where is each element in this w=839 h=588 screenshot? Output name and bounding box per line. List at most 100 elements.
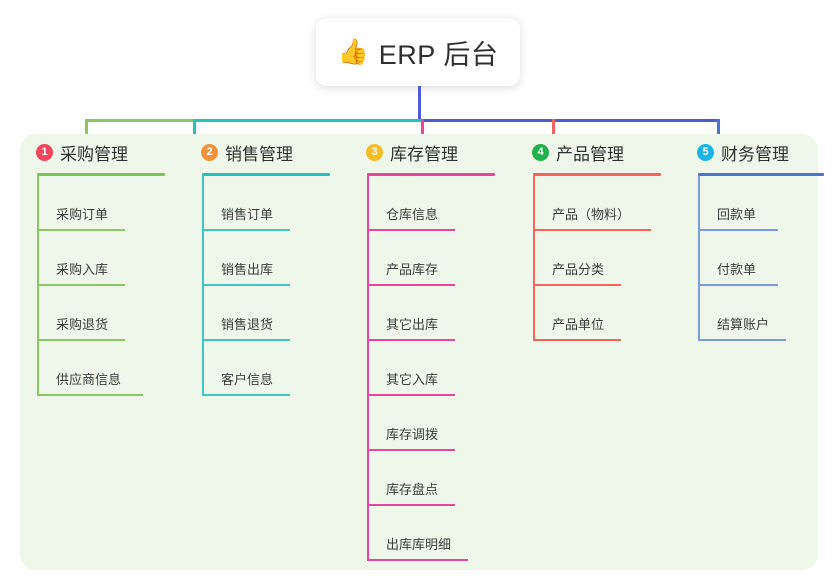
column-title: 采购管理 [60,144,128,164]
column-header[interactable]: 1 采购管理 [20,134,185,170]
column-销售管理: 2 销售管理销售订单销售出库销售退货客户信息 [185,134,350,396]
column-title: 销售管理 [225,144,293,164]
list-item-label: 库存盘点 [386,482,439,497]
list-item-label: 采购退货 [56,317,109,332]
list-item-rule [367,339,455,341]
column-item-list: 回款单付款单结算账户 [681,176,821,341]
list-item-rule [698,339,786,341]
list-item[interactable]: 产品单位 [516,286,681,341]
column-header-rule [698,173,824,176]
list-item[interactable]: 其它出库 [350,286,526,341]
list-item-label: 结算账户 [717,317,770,332]
list-item[interactable]: 供应商信息 [20,341,185,396]
list-item-label: 其它入库 [386,372,439,387]
column-item-list: 采购订单采购入库采购退货供应商信息 [20,176,185,396]
column-header[interactable]: 2 销售管理 [185,134,350,170]
list-item-label: 回款单 [717,207,757,222]
branches-panel [20,134,818,570]
column-item-list: 产品（物料） 产品分类产品单位 [516,176,681,341]
list-item-label: 其它出库 [386,317,439,332]
list-item-rule [533,284,621,286]
list-item-rule [533,229,651,231]
list-item-rule [698,229,778,231]
list-item[interactable]: 库存调拨 [350,396,526,451]
list-item-rule [367,449,455,451]
trunk-line [418,86,421,122]
list-item-label: 销售订单 [221,207,274,222]
list-item-rule [202,229,290,231]
list-item[interactable]: 结算账户 [681,286,821,341]
list-item[interactable]: 采购退货 [20,286,185,341]
list-item[interactable]: 销售订单 [185,176,350,231]
column-item-list: 仓库信息产品库存其它出库其它入库库存调拨库存盘点出库库明细 [350,176,526,561]
bus-segment-green [85,119,193,122]
column-header-rule [533,173,661,176]
list-item-label: 库存调拨 [386,427,439,442]
list-item[interactable]: 其它入库 [350,341,526,396]
list-item-label: 销售退货 [221,317,274,332]
list-item-rule [367,229,455,231]
list-item-rule [37,229,125,231]
column-index-badge: 2 [201,143,218,161]
list-item[interactable]: 销售退货 [185,286,350,341]
list-item-label: 产品分类 [552,262,605,277]
list-item[interactable]: 采购入库 [20,231,185,286]
list-item-rule [367,284,455,286]
list-item-label: 产品库存 [386,262,439,277]
list-item-rule [367,504,455,506]
column-spine-line [698,176,700,341]
column-header-rule [202,173,330,176]
list-item-rule [202,339,290,341]
root-title-card[interactable]: 👍 ERP 后台 [316,18,520,86]
list-item[interactable]: 销售出库 [185,231,350,286]
list-item-rule [202,284,290,286]
column-item-list: 销售订单销售出库销售退货客户信息 [185,176,350,396]
list-item-label: 采购订单 [56,207,109,222]
list-item-label: 采购入库 [56,262,109,277]
column-header-rule [367,173,495,176]
list-item[interactable]: 出库库明细 [350,506,526,561]
column-spine-line [367,176,369,561]
list-item-rule [367,559,468,561]
list-item-label: 仓库信息 [386,207,439,222]
list-item[interactable]: 库存盘点 [350,451,526,506]
list-item-rule [533,339,621,341]
list-item-label: 出库库明细 [386,537,452,552]
list-item[interactable]: 产品库存 [350,231,526,286]
list-item-rule [367,394,455,396]
list-item-rule [698,284,778,286]
column-header[interactable]: 5 财务管理 [681,134,821,170]
column-采购管理: 1 采购管理采购订单采购入库采购退货供应商信息 [20,134,185,396]
column-title: 库存管理 [390,144,458,164]
page-title: ERP 后台 [378,39,499,70]
list-item-rule [202,394,290,396]
list-item[interactable]: 付款单 [681,231,821,286]
list-item[interactable]: 客户信息 [185,341,350,396]
column-spine-line [202,176,204,396]
list-item[interactable]: 仓库信息 [350,176,526,231]
column-index-badge: 4 [532,143,549,161]
list-item[interactable]: 产品分类 [516,231,681,286]
column-index-badge: 1 [36,143,53,161]
list-item-label: 产品单位 [552,317,605,332]
column-index-badge: 5 [697,143,714,161]
list-item-rule [37,339,125,341]
list-item[interactable]: 回款单 [681,176,821,231]
list-item-rule [37,284,125,286]
column-spine-line [533,176,535,341]
list-item-label: 销售出库 [221,262,274,277]
column-header-rule [37,173,165,176]
thumbs-up-emoji: 👍 [337,37,369,66]
column-spine-line [37,176,39,396]
column-title: 财务管理 [721,144,789,164]
list-item[interactable]: 采购订单 [20,176,185,231]
list-item[interactable]: 产品（物料） [516,176,681,231]
bus-segment-teal [193,119,421,122]
column-财务管理: 5 财务管理回款单付款单结算账户 [681,134,824,341]
list-item-label: 付款单 [717,262,757,277]
